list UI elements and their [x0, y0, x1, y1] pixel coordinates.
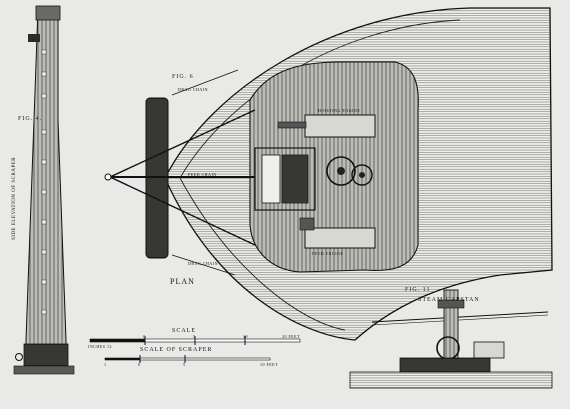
scale-bars	[89, 336, 301, 363]
fig11-label: FIG. 11	[405, 287, 431, 293]
scale-tick-3: 10	[243, 334, 248, 339]
scraper-tick-1: 0	[138, 362, 141, 367]
feed-chain-label: FEED CHAIN	[188, 172, 217, 177]
scraper-tick-3: 10 FEET	[260, 362, 279, 367]
scale-title: SCALE	[172, 328, 197, 334]
scraper-plan	[104, 69, 256, 276]
scraper-elevation	[13, 5, 75, 375]
capstan-detail	[349, 289, 553, 389]
engine-top-label: HOISTING ENGINE	[318, 108, 361, 113]
fig4-title: SIDE ELEVATION OF SCRAPER	[12, 156, 17, 240]
scale-tick-2: 5	[193, 334, 196, 339]
machinery	[254, 114, 376, 249]
drag-chain-top-label: DRAG CHAIN	[178, 87, 208, 92]
scraper-scale-title: SCALE OF SCRAPER	[140, 347, 213, 353]
engine-bottom-label: FEED ENGINE	[312, 251, 344, 256]
scale-tick-1: 0	[143, 334, 146, 339]
fig6-label: FIG. 6	[172, 74, 194, 80]
fig4-label: FIG. 4.	[18, 116, 43, 122]
scale-tick-0: INCHES 12	[88, 344, 112, 349]
steam-capstan-label: STEAM CAPSTAN	[418, 297, 480, 303]
scraper-tick-2: 5	[183, 362, 186, 367]
hull-plan	[164, 7, 553, 341]
scraper-tick-0: 1	[104, 362, 107, 367]
scale-tick-4: 20 FEET	[282, 334, 301, 339]
drag-chain-bottom-label: DRAG CHAIN	[188, 261, 218, 266]
plan-label: PLAN	[170, 277, 195, 286]
